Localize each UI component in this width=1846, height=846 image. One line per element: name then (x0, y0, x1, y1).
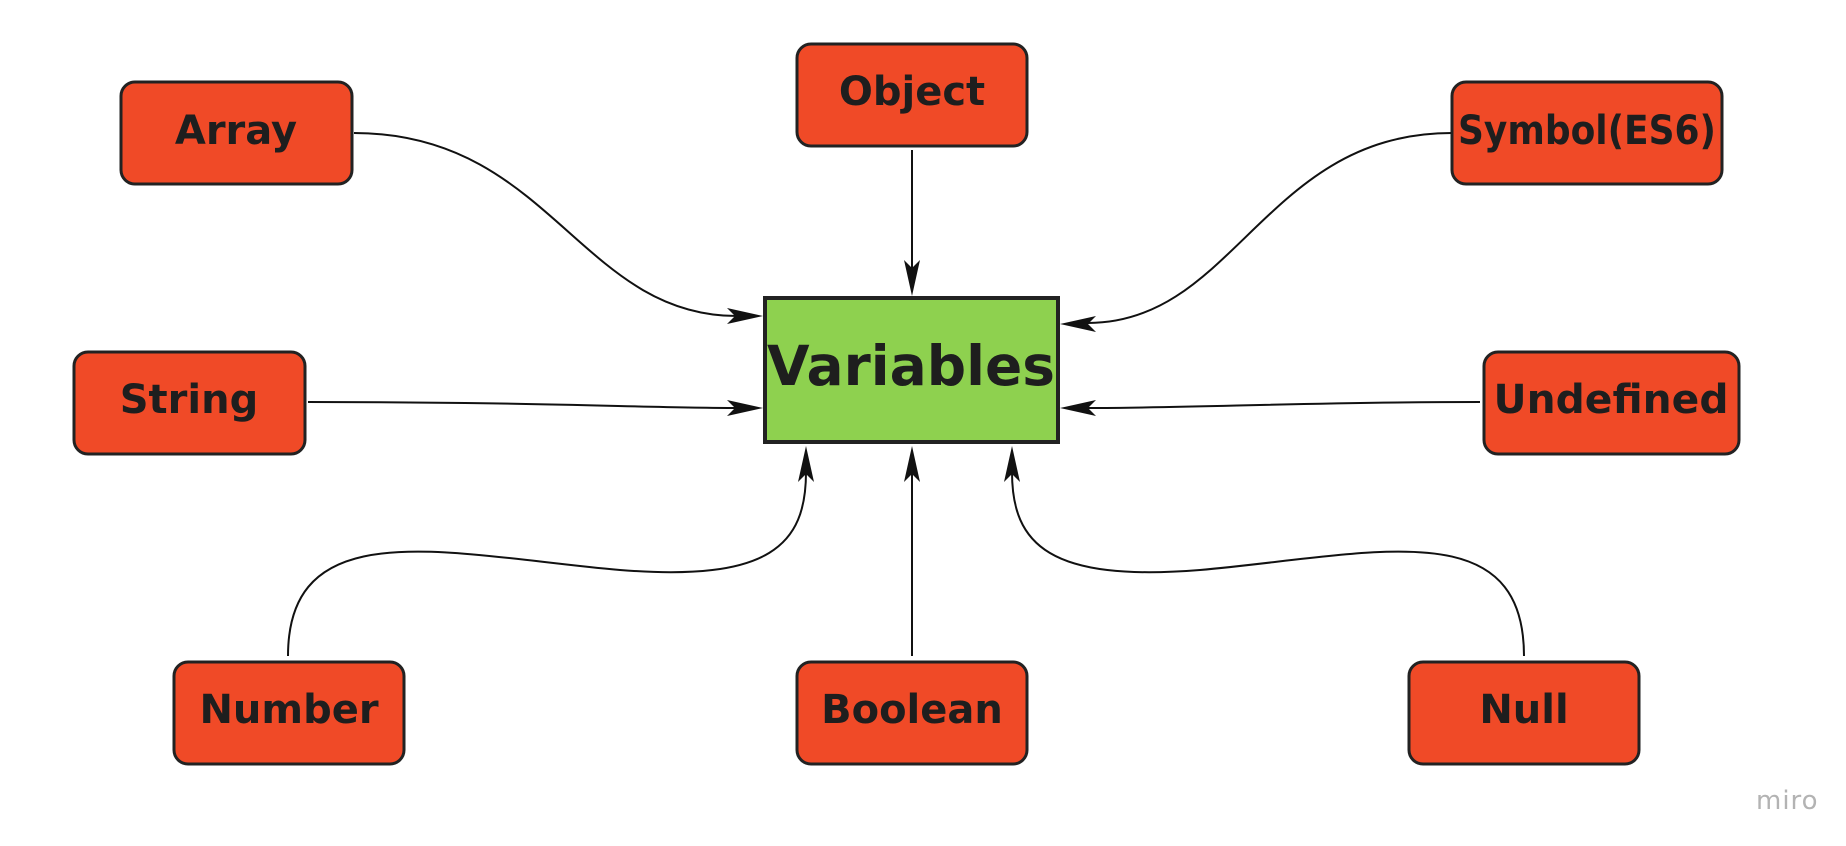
node-symbol-label: Symbol(ES6) (1458, 108, 1716, 154)
connector-symbol (1087, 132, 1453, 324)
node-string-box (72, 350, 307, 456)
center-label: Variables (767, 334, 1055, 398)
node-array-box (119, 80, 354, 186)
node-undefined-label: Undefined (1494, 377, 1729, 423)
node-boolean[interactable]: Boolean (795, 660, 1029, 766)
arrowhead-boolean (904, 446, 920, 482)
arrowhead-undefined (1060, 400, 1096, 416)
node-object[interactable]: Object (795, 42, 1029, 148)
arrowhead-symbol (1060, 316, 1096, 332)
node-null-box (1407, 660, 1641, 766)
connector-undefined (1087, 401, 1481, 409)
node-null-label: Null (1479, 687, 1568, 733)
node-number-label: Number (199, 687, 378, 733)
node-boolean-label: Boolean (821, 687, 1003, 733)
node-number-box (172, 660, 406, 766)
node-boolean-box (795, 660, 1029, 766)
connector-array (353, 132, 738, 317)
connector-null (1011, 471, 1525, 657)
center-node-variables[interactable]: Variables (763, 296, 1060, 444)
node-string-label: String (120, 377, 258, 423)
node-number[interactable]: Number (172, 660, 406, 766)
node-undefined-box (1482, 350, 1741, 456)
node-array[interactable]: Array (119, 80, 354, 186)
node-null[interactable]: Null (1407, 660, 1641, 766)
center-box (763, 296, 1060, 444)
connectors (287, 132, 1525, 657)
node-object-label: Object (839, 69, 985, 115)
arrowhead-array (727, 308, 763, 324)
connector-string (307, 401, 738, 409)
node-symbol[interactable]: Symbol(ES6) (1450, 80, 1724, 186)
arrowhead-object (904, 260, 920, 296)
arrowhead-number (798, 446, 814, 482)
connector-number (287, 471, 807, 657)
node-object-box (795, 42, 1029, 148)
node-array-label: Array (175, 108, 297, 154)
node-symbol-box (1450, 80, 1724, 186)
miro-watermark: miro (1756, 786, 1819, 816)
node-string[interactable]: String (72, 350, 307, 456)
arrowhead-null (1004, 446, 1020, 482)
node-undefined[interactable]: Undefined (1482, 350, 1741, 456)
arrowhead-string (727, 400, 763, 416)
